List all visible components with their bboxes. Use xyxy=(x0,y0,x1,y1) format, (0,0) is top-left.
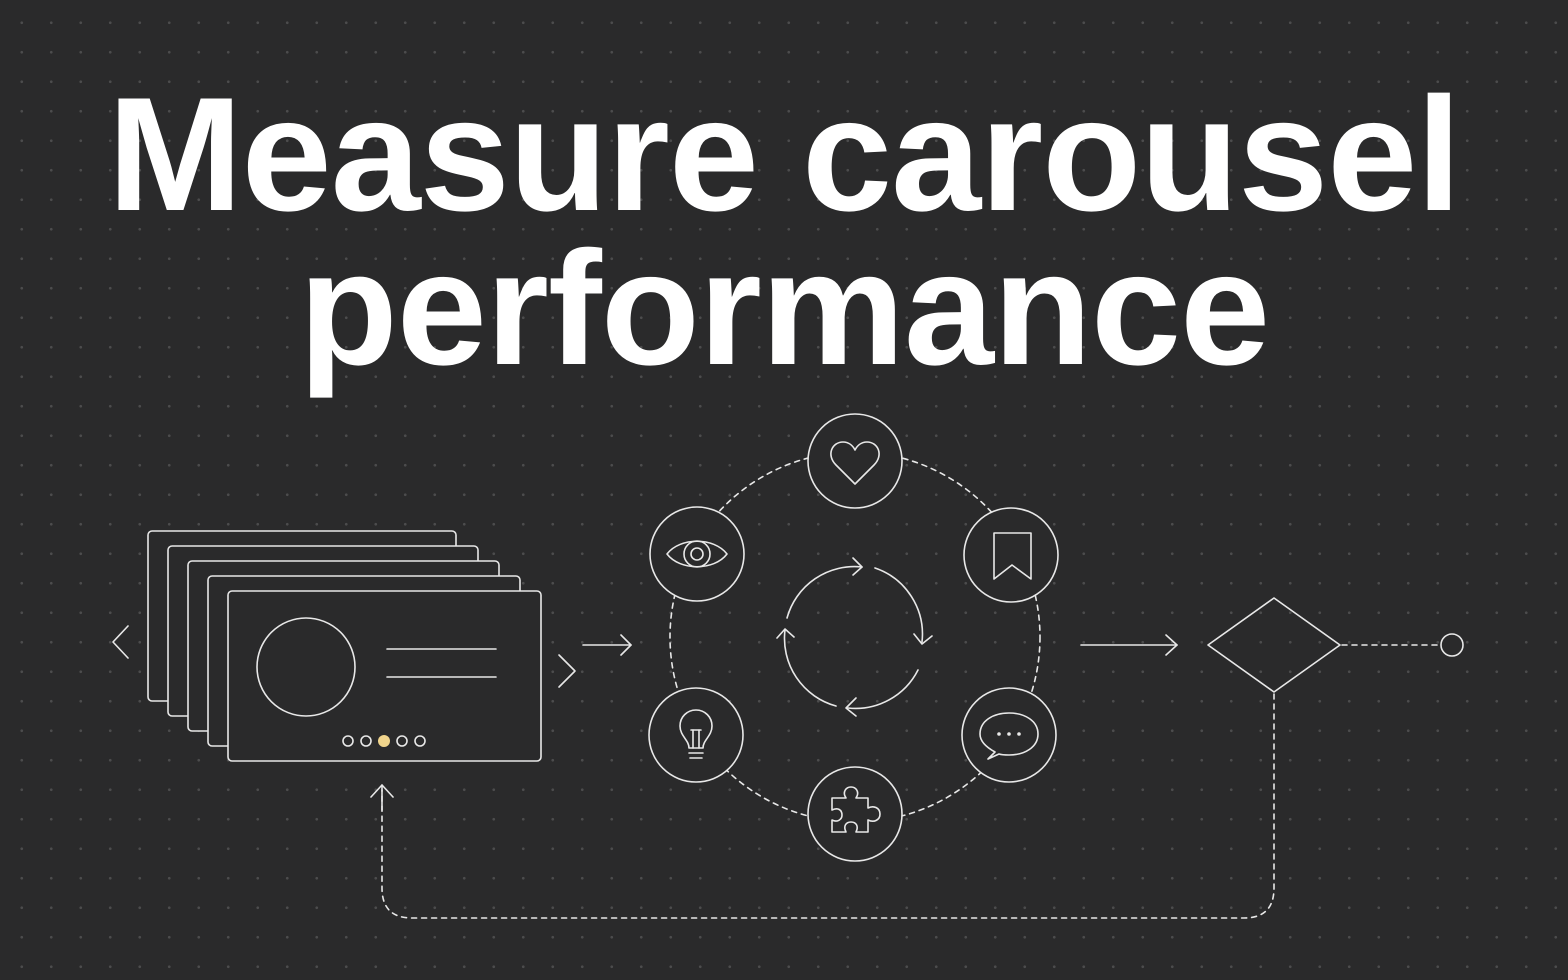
decision-diamond xyxy=(1207,597,1341,693)
arrow-to-decision xyxy=(1080,634,1178,656)
heart-icon xyxy=(830,441,880,485)
chat-node xyxy=(961,687,1057,783)
slide-image-placeholder xyxy=(256,617,356,717)
eye-icon xyxy=(666,540,728,568)
puzzle-icon xyxy=(831,786,881,833)
refresh-cycle-icon xyxy=(776,557,933,717)
engagement-cycle xyxy=(648,413,1059,862)
feedback-loop xyxy=(370,693,1275,919)
heart-node xyxy=(807,413,903,509)
pagination-dot[interactable] xyxy=(360,735,372,747)
pagination-dot[interactable] xyxy=(414,735,426,747)
bookmark-node xyxy=(963,507,1059,603)
pagination-dot[interactable] xyxy=(396,735,408,747)
bookmark-icon xyxy=(993,532,1032,580)
pagination-dots xyxy=(342,735,426,747)
eye-node xyxy=(649,506,745,602)
carousel-slide-active xyxy=(227,590,542,762)
arrow-to-cycle xyxy=(582,634,632,656)
pagination-dot-active[interactable] xyxy=(378,735,390,747)
chevron-left-icon[interactable] xyxy=(112,625,129,659)
title-line-2: performance xyxy=(298,218,1270,399)
end-node xyxy=(1440,633,1464,657)
page-title: Measure carousel performance xyxy=(0,64,1568,399)
puzzle-node xyxy=(807,766,903,862)
lightbulb-node xyxy=(648,687,744,783)
lightbulb-icon xyxy=(679,709,713,759)
chevron-right-icon[interactable] xyxy=(558,654,576,688)
title-line-1: Measure carousel xyxy=(107,64,1462,245)
chat-bubble-icon xyxy=(979,712,1039,760)
pagination-dot[interactable] xyxy=(342,735,354,747)
carousel-stack xyxy=(112,530,576,762)
